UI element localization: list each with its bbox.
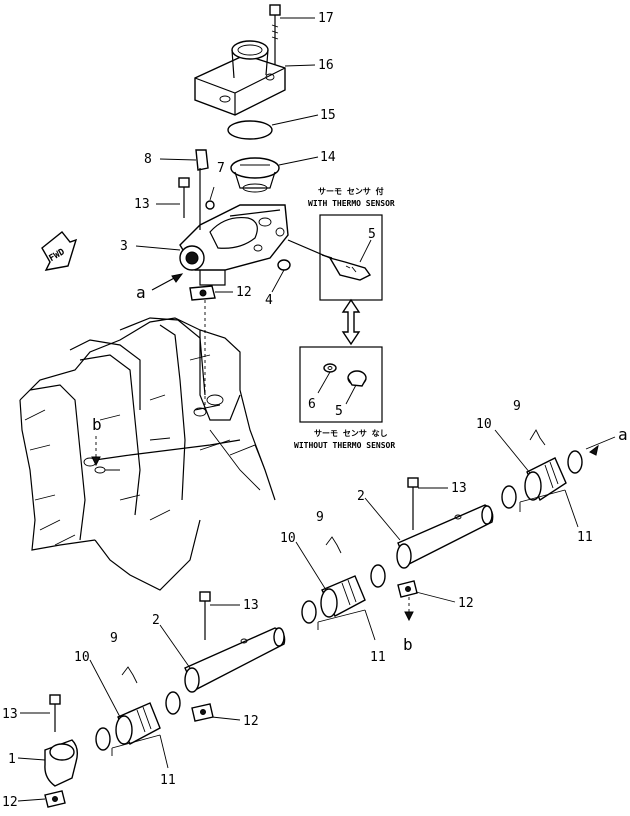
ref-b-pipe: b [403, 635, 413, 654]
without-sensor-caption-jp: サーモ センサ なし [314, 429, 388, 438]
callout-5-without: 5 [335, 404, 343, 419]
callout-2-lower: 2 [152, 613, 160, 628]
with-sensor-caption-jp: サーモ センサ 付 [318, 186, 384, 196]
callout-10-middle: 10 [280, 531, 296, 546]
callout-13-right: 13 [451, 481, 467, 496]
fwd-arrow: FWD [41, 231, 78, 271]
callout-13-top: 13 [134, 197, 150, 212]
callout-15: 15 [320, 108, 336, 123]
callout-1: 1 [8, 752, 16, 767]
with-sensor-caption-en: WITH THERMO SENSOR [308, 199, 395, 208]
plug-7 [205, 200, 215, 210]
fitting-8 [195, 149, 209, 230]
callout-11-middle: 11 [370, 650, 386, 665]
callout-7: 7 [217, 161, 225, 176]
callout-9-lower: 9 [110, 631, 118, 646]
engine-block [19, 317, 276, 591]
gasket-12-top [189, 285, 216, 301]
callout-14: 14 [320, 150, 336, 165]
callout-13-lower: 13 [243, 598, 259, 613]
callout-10-right: 10 [476, 417, 492, 432]
callout-12-right: 12 [458, 596, 474, 611]
with-sensor-box: サーモ センサ 付 WITH THERMO SENSOR [308, 186, 395, 301]
bolt-13-top [178, 177, 190, 218]
callout-11-lower: 11 [160, 773, 176, 788]
callout-9-right: 9 [513, 399, 521, 414]
callout-5-with: 5 [368, 227, 376, 242]
thermostat [230, 157, 280, 193]
thermostat-cover [194, 40, 286, 116]
leader-lines [17, 17, 616, 802]
callout-10-lower: 10 [74, 650, 90, 665]
callout-12-left: 12 [2, 795, 18, 810]
callout-6: 6 [308, 397, 316, 412]
without-sensor-caption-en: WITHOUT THERMO SENSOR [294, 441, 395, 450]
callout-labels: 17 16 15 14 8 7 13 3 4 12 5 6 5 13 2 12 … [2, 11, 593, 810]
callout-12-lower: 12 [243, 714, 259, 729]
callout-16: 16 [318, 58, 334, 73]
ref-a-housing: a [136, 283, 146, 302]
callout-13-left: 13 [2, 707, 18, 722]
callout-12-top: 12 [236, 285, 252, 300]
o-ring-15 [227, 120, 273, 140]
callout-8: 8 [144, 152, 152, 167]
reference-letters: a a b b [92, 283, 628, 654]
alternative-arrow [341, 298, 361, 346]
ref-b-block: b [92, 415, 102, 434]
end-elbow [44, 694, 79, 808]
callout-11-right: 11 [577, 530, 593, 545]
ref-a-pipe: a [618, 425, 628, 444]
callout-17: 17 [318, 11, 334, 26]
without-sensor-box: サーモ センサ なし WITHOUT THERMO SENSOR [294, 346, 395, 450]
bolt-17 [269, 4, 281, 65]
callout-2-right: 2 [357, 489, 365, 504]
thermostat-housing [179, 204, 289, 286]
pipe-assembly-right [396, 429, 583, 622]
callout-3: 3 [120, 239, 128, 254]
pipe-assembly-middle [301, 536, 386, 641]
callout-4: 4 [265, 293, 273, 308]
callout-9-middle: 9 [316, 510, 324, 525]
pipe-assembly-lower [95, 591, 286, 769]
plug-4 [277, 259, 291, 271]
